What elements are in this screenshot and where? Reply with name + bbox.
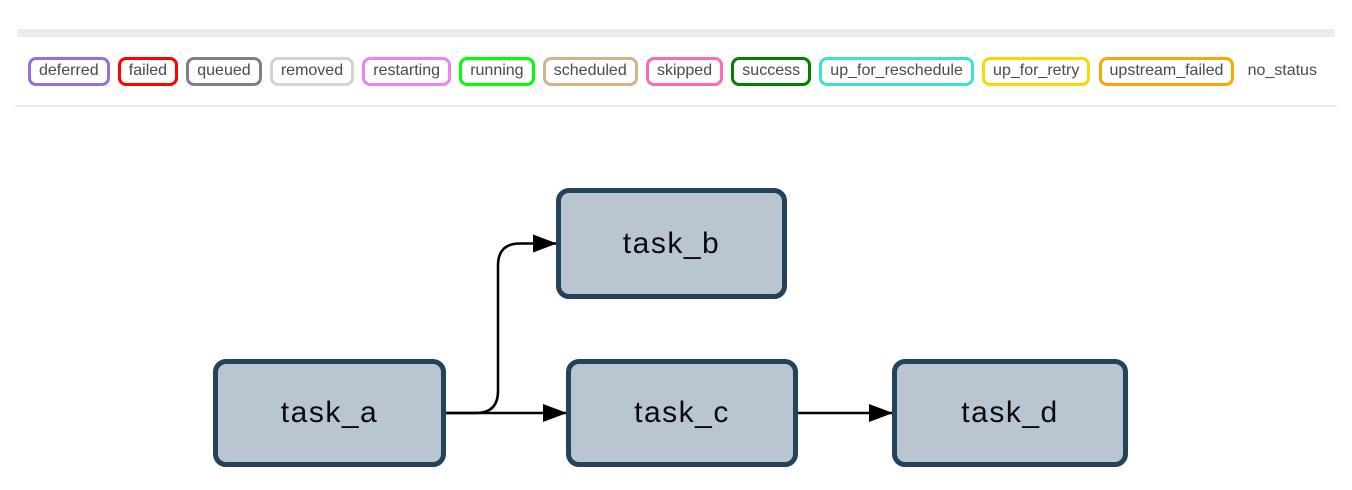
top-divider-bar <box>17 29 1335 37</box>
edge-task_a-task_b <box>446 234 557 415</box>
legend-badge-no_status: no_status <box>1242 56 1322 86</box>
task-node-task_d[interactable]: task_d <box>892 359 1128 467</box>
legend-badge-failed: failed <box>117 56 179 86</box>
legend-badge-running: running <box>459 56 535 86</box>
task-node-task_b[interactable]: task_b <box>556 188 787 299</box>
legend-badge-upstream_failed: upstream_failed <box>1098 56 1235 86</box>
legend-badge-queued: queued <box>186 56 262 86</box>
legend-badge-up_for_reschedule: up_for_reschedule <box>819 56 974 86</box>
legend-badge-skipped: skipped <box>645 56 724 86</box>
legend-badge-removed: removed <box>269 56 355 86</box>
legend-badge-up_for_retry: up_for_retry <box>982 56 1091 86</box>
legend-badge-restarting: restarting <box>362 56 451 86</box>
legend-divider <box>15 105 1337 107</box>
legend-badge-deferred: deferred <box>28 56 110 86</box>
task-node-task_a[interactable]: task_a <box>213 359 446 467</box>
legend-badge-success: success <box>731 56 812 86</box>
legend-badge-scheduled: scheduled <box>542 56 638 86</box>
graph-canvas[interactable]: task_a task_b task_c task_d <box>0 29 1352 490</box>
task-node-task_c[interactable]: task_c <box>566 359 798 467</box>
